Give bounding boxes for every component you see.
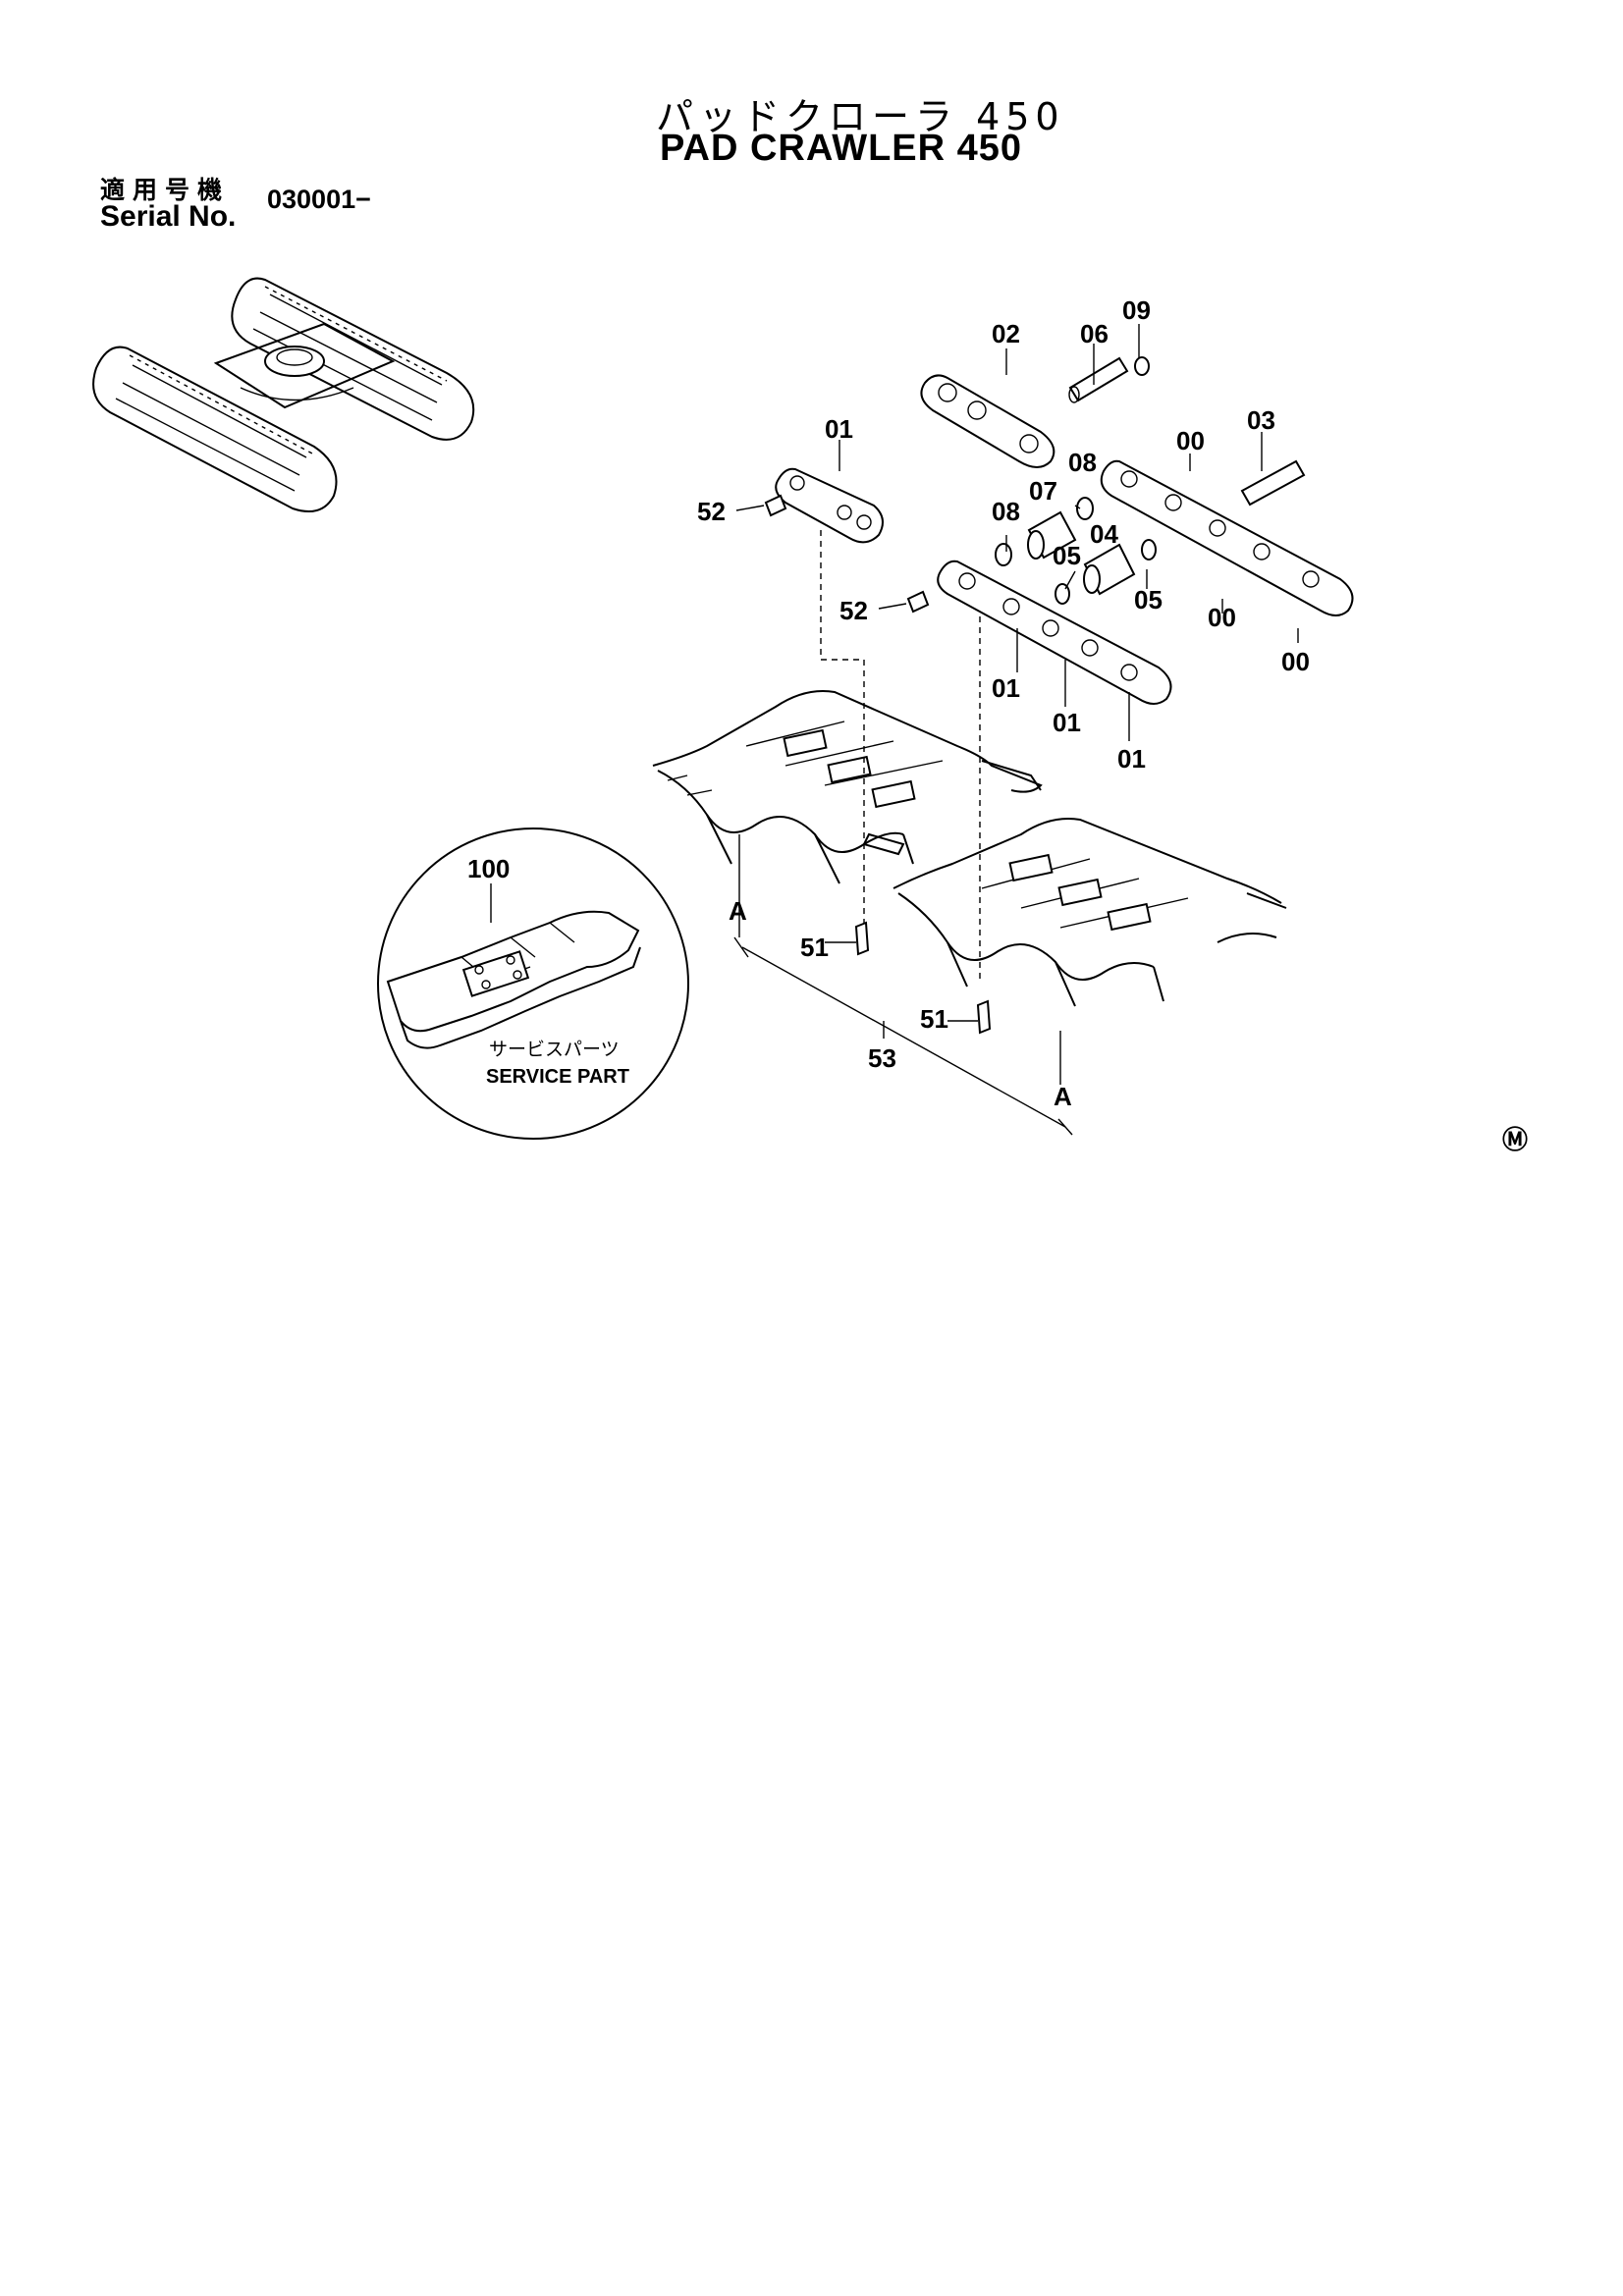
- track-shoe-assembly-drawing: [652, 690, 1287, 1007]
- callout-01: 01: [992, 673, 1020, 703]
- callout-07: 07: [1029, 476, 1057, 506]
- callout-53: 53: [868, 1043, 896, 1073]
- callout-09: 09: [1122, 295, 1151, 325]
- serial-label-jp: 適用号機: [100, 176, 231, 204]
- callout-labels: 02 06 09 01 00 03 52 08 07 08 04 05 05 5…: [467, 295, 1528, 1154]
- page-title-en: PAD CRAWLER 450: [660, 128, 1023, 169]
- link-chain-drawing: [764, 356, 1354, 1035]
- leader-lines: [733, 324, 1299, 1136]
- callout-01: 01: [825, 414, 853, 444]
- callout-05: 05: [1134, 585, 1163, 614]
- callout-02: 02: [992, 319, 1020, 348]
- undercarriage-overview-drawing: [92, 277, 475, 512]
- callout-00: 00: [1208, 603, 1236, 632]
- callout-00: 00: [1281, 647, 1310, 676]
- callout-08: 08: [1068, 448, 1097, 477]
- service-part-label-jp: サービスパーツ: [489, 1039, 620, 1060]
- callout-01: 01: [1117, 744, 1146, 774]
- service-part-label-en: SERVICE PART: [486, 1066, 629, 1088]
- service-part-detail: [377, 828, 689, 1140]
- callout-00: 00: [1176, 426, 1205, 455]
- callout-100: 100: [467, 854, 510, 883]
- serial-value: 030001−: [267, 185, 371, 214]
- m-mark: Ⓜ: [1502, 1125, 1528, 1154]
- callout-52: 52: [697, 497, 726, 526]
- callout-51: 51: [800, 933, 829, 962]
- serial-label-en: Serial No.: [100, 200, 237, 233]
- callout-A: A: [729, 896, 747, 926]
- callout-06: 06: [1080, 319, 1109, 348]
- callout-08: 08: [992, 497, 1020, 526]
- callout-52: 52: [839, 596, 868, 625]
- page-title-jp: パッドクローラ 450: [656, 95, 1065, 138]
- callout-01: 01: [1053, 708, 1081, 737]
- callout-04: 04: [1090, 519, 1118, 549]
- callout-05: 05: [1053, 541, 1081, 570]
- callout-51: 51: [920, 1004, 948, 1034]
- callout-03: 03: [1247, 405, 1275, 435]
- callout-A: A: [1054, 1082, 1072, 1111]
